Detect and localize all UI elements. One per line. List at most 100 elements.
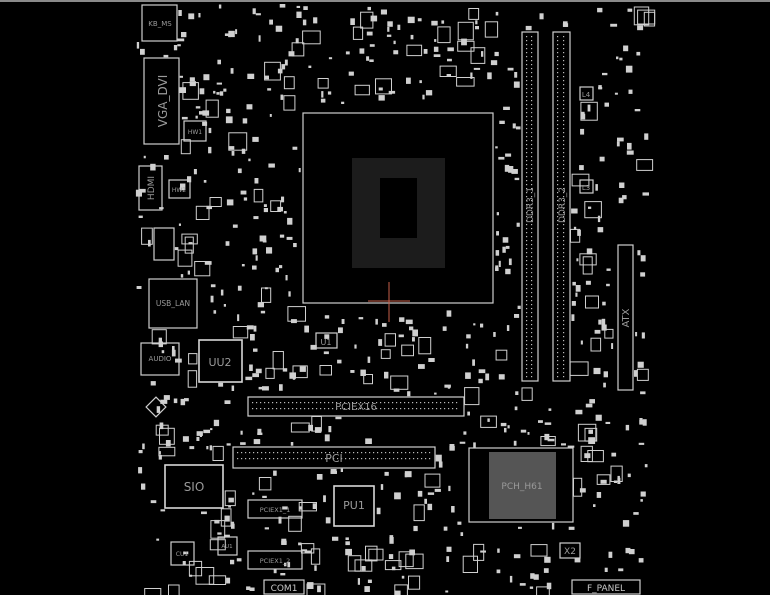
smd-pad — [291, 319, 297, 324]
pin — [563, 324, 565, 326]
pin — [531, 212, 533, 214]
component-cu1[interactable]: CU1 — [170, 541, 195, 566]
smd-pad — [323, 495, 326, 503]
pin — [526, 360, 528, 362]
component-usb-lan[interactable]: USB_LAN — [148, 278, 198, 329]
pin — [563, 228, 565, 230]
pin — [285, 452, 287, 454]
component-hdmi[interactable]: HDMI — [138, 165, 163, 211]
smd-pad — [584, 201, 602, 219]
smd-pad — [188, 242, 193, 245]
pin — [526, 280, 528, 282]
smd-pad — [341, 101, 345, 104]
smd-pad — [303, 6, 308, 10]
pin — [526, 120, 528, 122]
smd-pad — [378, 87, 383, 91]
component-hw2[interactable]: HW2 — [168, 179, 191, 199]
slot-pci[interactable]: PCI — [232, 446, 436, 469]
smd-pad — [627, 8, 633, 12]
smd-pad — [335, 416, 342, 420]
dimm-slot-ddr3-2[interactable]: DDR3_2 — [552, 31, 571, 382]
inductor-l3[interactable]: L3 — [579, 179, 594, 194]
component-kb-ms[interactable]: KB_MS — [141, 4, 178, 42]
component-u1[interactable]: U1 — [315, 332, 338, 349]
smd-pad — [595, 184, 598, 191]
pin — [373, 452, 375, 454]
atx-power-connector[interactable]: ATX — [617, 244, 634, 391]
smd-pad — [521, 387, 533, 401]
component-hw1[interactable]: HW1 — [183, 120, 207, 142]
pin — [563, 192, 565, 194]
component-pu1[interactable]: PU1 — [333, 485, 375, 527]
component-uu2[interactable]: UU2 — [198, 339, 243, 383]
connector-f-panel[interactable]: F_PANEL — [571, 579, 641, 595]
smd-pad — [626, 150, 634, 155]
pin — [297, 452, 299, 454]
smd-pad — [180, 183, 186, 191]
pin — [444, 402, 446, 404]
pin — [364, 402, 366, 404]
pin — [269, 452, 271, 454]
smd-pad — [361, 566, 366, 571]
smd-pad — [226, 443, 231, 446]
pin — [349, 458, 351, 460]
pin — [563, 100, 565, 102]
smd-pad — [354, 84, 370, 96]
pin — [292, 408, 294, 410]
pin — [563, 204, 565, 206]
smd-pad — [265, 367, 275, 379]
cpu-socket[interactable] — [302, 112, 494, 304]
dimm-slot-ddr3-1[interactable]: DDR3_1 — [521, 31, 539, 382]
smd-pad — [462, 555, 479, 574]
crystal-x2[interactable]: X2 — [559, 542, 581, 559]
pin — [396, 408, 398, 410]
component-au1[interactable]: AU1 — [217, 536, 238, 556]
component-audio[interactable]: AUDIO — [140, 342, 180, 376]
crosshair-cursor — [368, 282, 410, 322]
pin — [563, 88, 565, 90]
pin — [316, 402, 318, 404]
component-sio[interactable]: SIO — [164, 464, 224, 509]
smd-pad — [481, 51, 484, 57]
component-vga-dvi[interactable]: VGA_DVI — [143, 57, 180, 145]
pin — [531, 192, 533, 194]
pin — [281, 458, 283, 460]
pin — [531, 112, 533, 114]
pin — [563, 196, 565, 198]
diamond-component[interactable] — [145, 396, 167, 418]
smd-pad — [512, 123, 516, 129]
smd-pad — [230, 559, 235, 565]
pin — [557, 112, 559, 114]
smd-pad — [253, 188, 264, 203]
smd-pad — [283, 95, 296, 111]
smd-pad — [209, 445, 212, 451]
pin — [563, 212, 565, 214]
slot-pciex1-1[interactable]: PCIEX1_1 — [247, 499, 303, 519]
smd-pad — [438, 461, 443, 468]
pin — [563, 72, 565, 74]
slot-pciex16[interactable]: PCIEX16 — [247, 396, 465, 417]
smd-pad — [295, 38, 299, 44]
smd-pad — [313, 17, 318, 24]
pin — [531, 328, 533, 330]
pin — [531, 116, 533, 118]
connector-header[interactable] — [153, 227, 175, 261]
smd-pad — [330, 470, 337, 474]
smd-pad — [473, 67, 481, 70]
pin — [361, 458, 363, 460]
smd-pad — [252, 136, 259, 142]
smd-pad — [465, 372, 471, 379]
smd-pad — [579, 165, 584, 171]
smd-pad — [283, 211, 287, 214]
component-pch[interactable]: PCH_H61 — [468, 447, 574, 523]
pin — [563, 312, 565, 314]
smd-pad — [246, 586, 251, 590]
pin — [300, 402, 302, 404]
connector-com1[interactable]: COM1 — [263, 579, 305, 595]
inductor-l4[interactable]: L4 — [579, 86, 594, 101]
slot-pciex1-2[interactable]: PCIEX1_2 — [247, 550, 303, 570]
pin — [531, 368, 533, 370]
smd-pad — [268, 163, 275, 168]
pin — [526, 128, 528, 130]
